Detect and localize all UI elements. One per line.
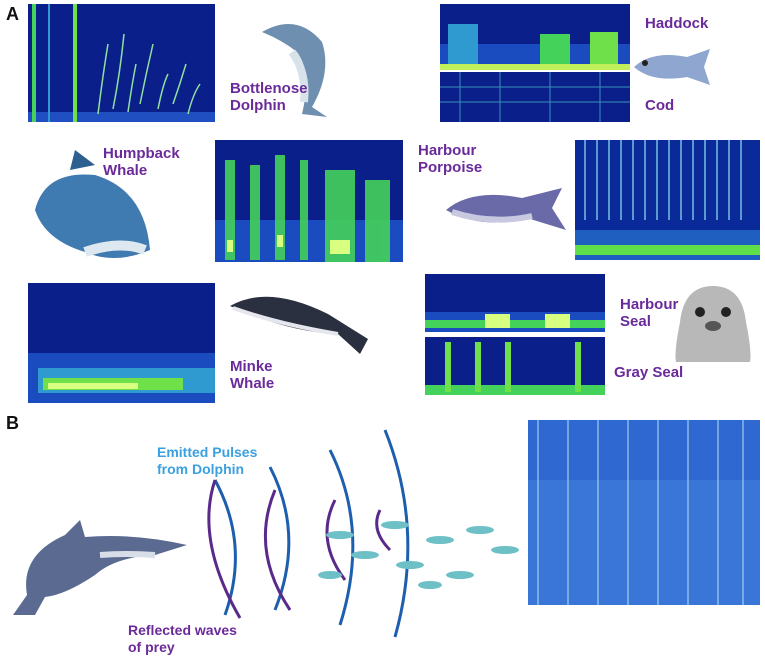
spectrogram-haddock	[440, 4, 630, 70]
spectrogram-harbour-seal	[425, 274, 605, 332]
label-cod: Cod	[645, 97, 675, 114]
harbour-porpoise-illustration	[442, 180, 570, 236]
bottlenose-dolphin-illustration	[252, 12, 342, 122]
humpback-whale-illustration	[25, 140, 165, 268]
label-gray-seal: Gray Seal	[614, 364, 684, 381]
spectrogram-bottlenose-dolphin	[28, 4, 215, 122]
fish-school-illustration	[310, 505, 525, 595]
spectrogram-gray-seal	[425, 337, 605, 395]
haddock-illustration	[632, 45, 712, 87]
dolphin-illustration-panel-b	[5, 515, 190, 620]
spectrogram-humpback-whale	[215, 140, 403, 262]
panel-letter-a: A	[6, 4, 19, 24]
reflected-wave-arcs	[195, 470, 395, 630]
spectrogram-harbour-porpoise	[575, 140, 760, 260]
spectrogram-cod	[440, 72, 630, 122]
spectrogram-minke-whale	[28, 283, 215, 403]
minke-whale-illustration	[228, 284, 378, 364]
panel-letter-b: B	[6, 413, 19, 433]
label-haddock: Haddock	[645, 15, 709, 32]
spectrogram-dolphin-echolocation	[528, 420, 760, 605]
harbour-seal-illustration	[672, 282, 754, 364]
